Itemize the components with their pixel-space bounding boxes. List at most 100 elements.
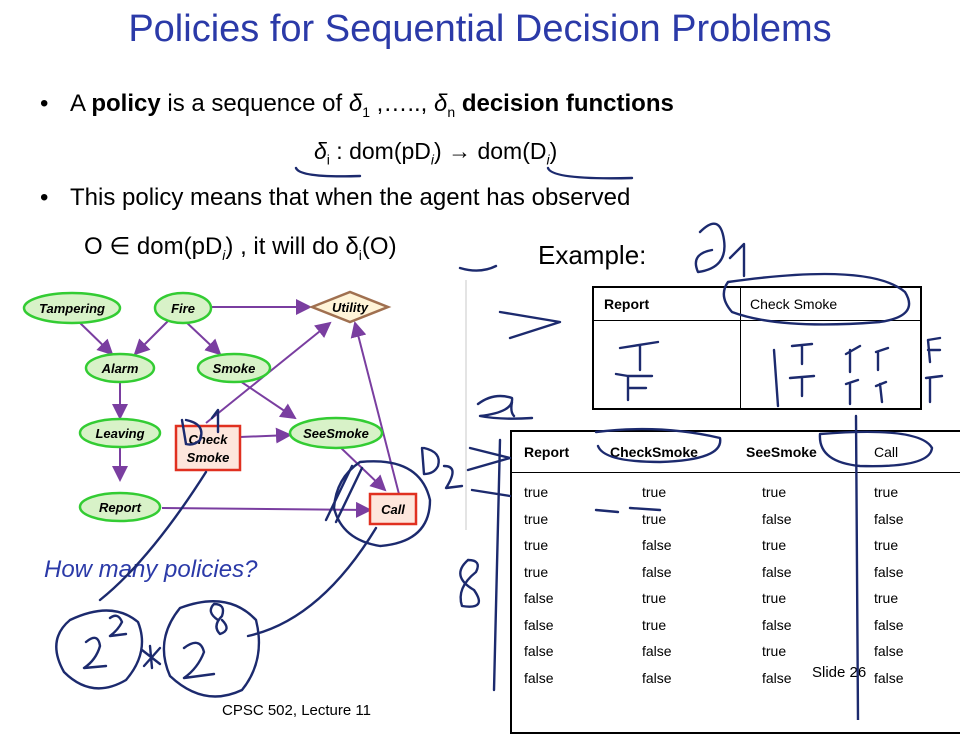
table2-cell: false bbox=[874, 616, 904, 633]
how-many-question: How many policies? bbox=[44, 556, 258, 583]
svg-text:Smoke: Smoke bbox=[213, 361, 256, 376]
node-smoke: Smoke bbox=[196, 352, 272, 384]
bracket-rows bbox=[492, 438, 502, 692]
node-tampering: Tampering bbox=[22, 291, 122, 325]
table2-cell: false bbox=[524, 590, 554, 606]
bullet-1: •A policy is a sequence of δ1 ,….., δn d… bbox=[40, 90, 674, 120]
handwritten-fff bbox=[844, 336, 942, 374]
table1-header-check-smoke: Check Smoke bbox=[750, 296, 838, 312]
arrow-to-table1 bbox=[498, 310, 562, 340]
underline-o bbox=[458, 264, 498, 272]
svg-text:Tampering: Tampering bbox=[39, 301, 105, 316]
delta: δ bbox=[434, 90, 448, 117]
decision-network: Tampering Fire Utility Alarm Smoke Leavi… bbox=[22, 280, 467, 530]
table2-cell: false bbox=[524, 643, 554, 659]
svg-text:Check: Check bbox=[188, 432, 228, 447]
svg-text:Fire: Fire bbox=[171, 301, 195, 316]
handwritten-2-squared bbox=[82, 614, 128, 670]
circle-call-header bbox=[818, 430, 934, 468]
table2-cell: true bbox=[642, 510, 667, 527]
text: (O) bbox=[361, 233, 397, 260]
table2-header-call: Call bbox=[874, 444, 899, 460]
underline-true-row bbox=[594, 506, 662, 514]
sub: i bbox=[358, 246, 362, 263]
node-check-smoke: Check Smoke bbox=[174, 424, 242, 472]
table1-header-report: Report bbox=[604, 296, 650, 312]
handwritten-eight bbox=[459, 558, 481, 608]
svg-text:Utility: Utility bbox=[332, 300, 369, 315]
table2-cell: false bbox=[762, 510, 792, 527]
handwritten-d1 bbox=[180, 408, 220, 446]
pointer-line-d2 bbox=[246, 526, 378, 638]
node-report: Report bbox=[78, 491, 162, 523]
table1-header-divider bbox=[594, 320, 920, 321]
node-utility: Utility bbox=[308, 290, 392, 324]
footer: CPSC 502, Lecture 11 bbox=[222, 702, 371, 719]
underline-pd bbox=[294, 166, 362, 178]
handwritten-ftf bbox=[844, 374, 944, 406]
delta: δ bbox=[348, 90, 363, 117]
svg-text:Alarm: Alarm bbox=[101, 361, 139, 376]
circle-check-smoke bbox=[722, 272, 911, 326]
table2-cell: true bbox=[524, 484, 549, 500]
text: is a sequence of bbox=[167, 90, 343, 117]
slide-title: Policies for Sequential Decision Problem… bbox=[128, 8, 832, 50]
table2-cell: false bbox=[524, 669, 554, 686]
delta: δ bbox=[314, 138, 327, 164]
text: O ∈ dom(pD bbox=[84, 233, 223, 260]
table2-header-seesmoke: SeeSmoke bbox=[746, 444, 817, 460]
bullet-dot: • bbox=[40, 90, 49, 117]
bullet-2-line-2: O ∈ dom(pDi) , it will do δi(O) bbox=[84, 232, 397, 263]
table2-cell: true bbox=[874, 537, 899, 553]
text: : dom(pD bbox=[336, 138, 431, 164]
sub: i bbox=[546, 151, 550, 168]
svg-text:SeeSmoke: SeeSmoke bbox=[303, 426, 369, 441]
bullet-dot: • bbox=[40, 184, 49, 211]
table2-cell: false bbox=[642, 537, 672, 553]
text: ) → dom(D bbox=[434, 138, 547, 164]
table2-header-checksmoke: CheckSmoke bbox=[610, 444, 698, 460]
example-label: Example: bbox=[538, 240, 647, 270]
bullet-2: • This policy means that when the agent h… bbox=[40, 184, 630, 212]
svg-text:Call: Call bbox=[381, 502, 405, 517]
circle-two-squared bbox=[55, 609, 144, 690]
handwritten-t-t bbox=[772, 342, 816, 408]
table2-cell: false bbox=[642, 563, 672, 580]
table2-cell: false bbox=[874, 510, 904, 527]
table2-cell: true bbox=[874, 590, 899, 606]
handwritten-multiply bbox=[140, 644, 162, 670]
vertical-pen-line bbox=[854, 414, 860, 720]
table2-cell: true bbox=[642, 484, 667, 500]
node-alarm: Alarm bbox=[84, 352, 156, 384]
table2-cell: true bbox=[642, 590, 667, 606]
handwritten-delta2 bbox=[476, 394, 534, 420]
slide-number: Slide 26 bbox=[812, 664, 867, 681]
table2-cell: true bbox=[524, 510, 549, 527]
node-leaving: Leaving bbox=[78, 417, 162, 449]
table2-cell: false bbox=[762, 616, 792, 633]
table2-cell: true bbox=[762, 643, 787, 659]
table2-cell: false bbox=[642, 669, 672, 686]
table2-cell: false bbox=[524, 616, 554, 633]
handwritten-t-f bbox=[614, 340, 660, 402]
handwritten-2-eighth bbox=[182, 602, 228, 680]
node-see-smoke: SeeSmoke bbox=[288, 416, 384, 450]
table2-cell: false bbox=[874, 643, 904, 659]
table2-cell: false bbox=[642, 643, 672, 659]
sub: i bbox=[222, 246, 226, 263]
svg-text:Smoke: Smoke bbox=[187, 450, 230, 465]
underline-d bbox=[546, 166, 634, 180]
policy-table-1: Report Check Smoke bbox=[592, 286, 922, 410]
sub: i bbox=[326, 151, 330, 168]
table2-cell: true bbox=[524, 563, 549, 580]
decision-function-formula: δi : dom(pDi) → dom(Di) bbox=[314, 138, 557, 168]
handwritten-d2 bbox=[420, 446, 464, 490]
sub: 1 bbox=[362, 103, 370, 120]
text: This policy means that when the agent ha… bbox=[70, 184, 631, 211]
circle-checksmoke-header bbox=[594, 427, 722, 464]
svg-text:Report: Report bbox=[99, 500, 142, 515]
text: ) bbox=[549, 138, 558, 164]
svg-text:Leaving: Leaving bbox=[95, 426, 144, 441]
